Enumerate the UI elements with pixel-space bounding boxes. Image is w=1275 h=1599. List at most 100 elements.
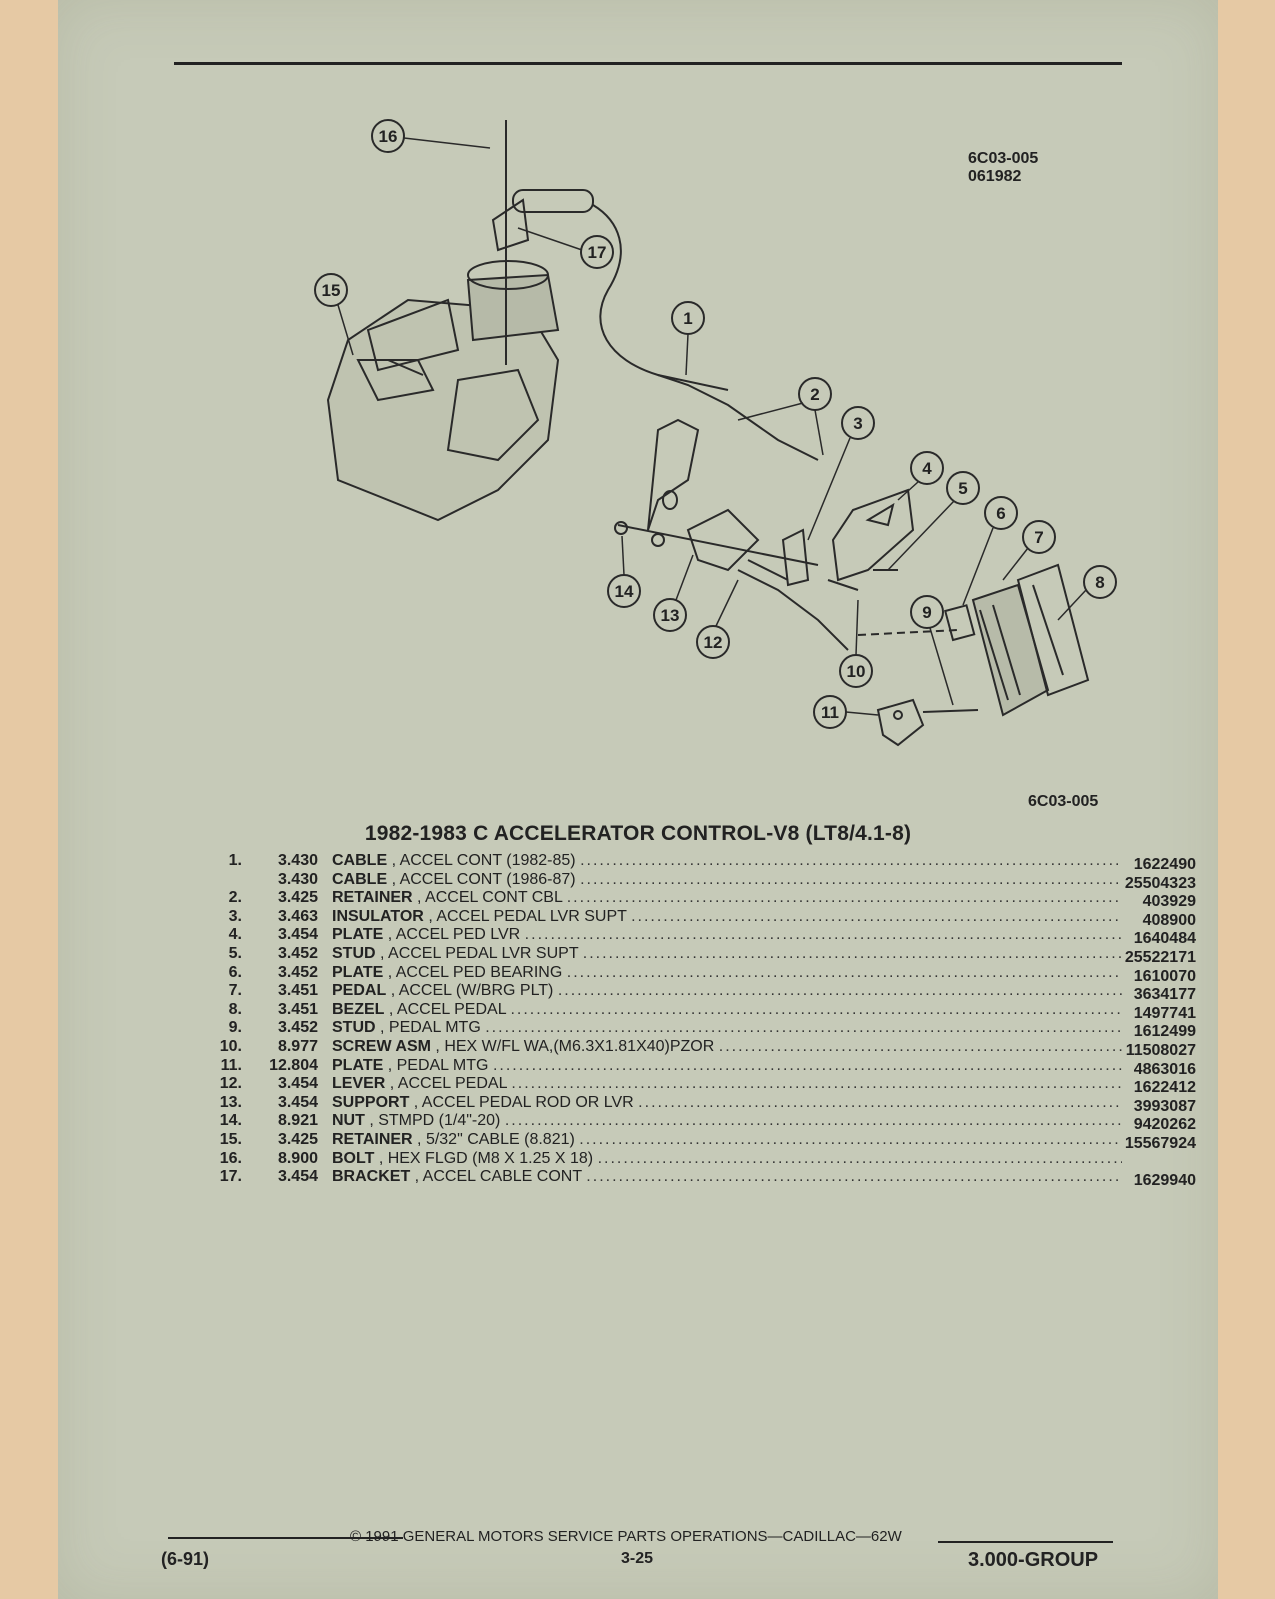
catalog-page: 6C03-005 061982 [58, 0, 1218, 1599]
part-description: STUD , ACCEL PEDAL LVR SUPT ............… [332, 945, 1122, 963]
part-group: 3.454 [277, 926, 318, 944]
leader-dots: ........................................… [492, 1056, 1122, 1074]
callout-14: 14 [615, 582, 634, 601]
part-number: 1629940 [1133, 1172, 1196, 1190]
part-name: BOLT [332, 1149, 375, 1167]
drawing-code: 6C03-005 061982 [968, 150, 1039, 185]
part-group: 3.430 [277, 852, 318, 869]
part-group: 3.463 [277, 907, 318, 925]
leader-dots: ........................................… [566, 889, 1122, 907]
part-group: 8.921 [277, 1112, 318, 1130]
part-group: 3.451 [277, 1000, 318, 1018]
part-name: STUD [332, 1019, 376, 1037]
part-detail: , PEDAL MTG [387, 1056, 489, 1074]
callout-5: 5 [958, 479, 967, 498]
part-group: 8.900 [277, 1149, 318, 1167]
part-index: 8. [228, 1000, 242, 1018]
part-group: 3.452 [277, 944, 318, 962]
part-name: RETAINER [332, 1130, 413, 1148]
leader-dots: ........................................… [580, 870, 1122, 888]
part-name: RETAINER [332, 889, 413, 907]
callout-10: 10 [847, 662, 866, 681]
part-index: 12. [219, 1075, 242, 1093]
part-number: 1612499 [1133, 1023, 1196, 1041]
part-group: 3.452 [277, 1019, 318, 1037]
footer-group: 3.000-GROUP [968, 1549, 1099, 1571]
part-number: 4863016 [1133, 1060, 1196, 1078]
part-index: 17. [219, 1168, 242, 1186]
part-index: 15. [219, 1130, 242, 1148]
part-detail: , ACCEL PEDAL [388, 1000, 506, 1018]
footer-copyright: © 1991 GENERAL MOTORS SERVICE PARTS OPER… [350, 1528, 902, 1545]
part-group: 8.977 [277, 1037, 318, 1055]
part-detail: , HEX FLGD (M8 X 1.25 X 18) [378, 1149, 594, 1167]
footer-rule-left [168, 1537, 403, 1539]
part-number: 1622490 [1133, 856, 1196, 873]
part-row: 3. 3.463 INSULATOR , ACCEL PEDAL LVR SUPT … [208, 907, 1198, 929]
part-description: NUT , STMPD (1/4"-20) ..................… [332, 1112, 1122, 1130]
leader-dots: ........................................… [566, 963, 1122, 981]
part-number: 403929 [1142, 893, 1196, 911]
callout-2: 2 [810, 385, 819, 404]
exploded-parts-diagram: 1 2 3 4 5 6 7 8 9 10 11 12 13 14 15 16 1… [314, 119, 1117, 747]
part-index: 4. [228, 926, 242, 944]
part-detail: , ACCEL PEDAL ROD OR LVR [413, 1093, 634, 1111]
part-detail: , ACCEL PED BEARING [387, 963, 563, 981]
part-description: PLATE , ACCEL PED LVR ..................… [332, 926, 1122, 944]
part-index: 2. [228, 889, 242, 907]
part-name: STUD [332, 944, 376, 962]
part-description: CABLE , ACCEL CONT (1986-87) ...........… [332, 871, 1122, 889]
callout-13: 13 [661, 606, 680, 625]
part-name: SCREW ASM [332, 1037, 431, 1055]
part-group: 3.452 [277, 963, 318, 981]
leader-dots: ........................................… [597, 1149, 1122, 1167]
part-detail: , ACCEL PEDAL LVR SUPT [380, 944, 579, 962]
leader-dots: ........................................… [580, 852, 1122, 869]
part-description: CABLE , ACCEL CONT (1982-85) ...........… [332, 852, 1122, 870]
part-detail: , ACCEL PEDAL LVR SUPT [428, 907, 627, 925]
section-title: 1982-1983 C ACCELERATOR CONTROL-V8 (LT8/… [364, 822, 912, 845]
part-detail: , ACCEL CONT (1986-87) [391, 870, 576, 888]
part-description: BRACKET , ACCEL CABLE CONT .............… [332, 1168, 1122, 1186]
callout-16: 16 [379, 127, 398, 146]
part-index: 3. [228, 907, 242, 925]
part-index: 13. [219, 1093, 242, 1111]
part-description: INSULATOR , ACCEL PEDAL LVR SUPT .......… [332, 908, 1122, 926]
leader-dots: ........................................… [557, 982, 1122, 1000]
part-index: 11. [220, 1056, 242, 1074]
leader-dots: ........................................… [511, 1075, 1122, 1093]
part-name: CABLE [332, 870, 388, 888]
leader-dots: ........................................… [510, 1000, 1122, 1018]
callout-17: 17 [588, 243, 607, 262]
part-number: 1640484 [1133, 930, 1196, 948]
part-description: SCREW ASM , HEX W/FL WA,(M6.3X1.81X40)PZ… [332, 1038, 1122, 1056]
callout-9: 9 [922, 603, 931, 622]
part-detail: , STMPD (1/4"-20) [369, 1112, 501, 1130]
part-group: 3.454 [277, 1093, 318, 1111]
part-description: STUD , PEDAL MTG .......................… [332, 1019, 1122, 1037]
part-group: 3.430 [277, 870, 318, 888]
callout-15: 15 [322, 281, 341, 300]
part-number: 15567924 [1124, 1134, 1196, 1152]
callout-4: 4 [922, 459, 932, 478]
part-group: 3.454 [277, 1075, 318, 1093]
callout-12: 12 [704, 633, 723, 652]
leader-dots: ........................................… [718, 1037, 1122, 1055]
part-name: PLATE [332, 926, 384, 944]
callout-7: 7 [1034, 528, 1043, 547]
part-group: 3.425 [277, 889, 318, 907]
part-description: BOLT , HEX FLGD (M8 X 1.25 X 18) .......… [332, 1150, 1122, 1168]
footer-rule-right [938, 1541, 1113, 1543]
part-detail: , ACCEL CABLE CONT [414, 1168, 582, 1186]
callout-6: 6 [996, 504, 1005, 523]
leader-dots: ........................................… [586, 1168, 1122, 1186]
